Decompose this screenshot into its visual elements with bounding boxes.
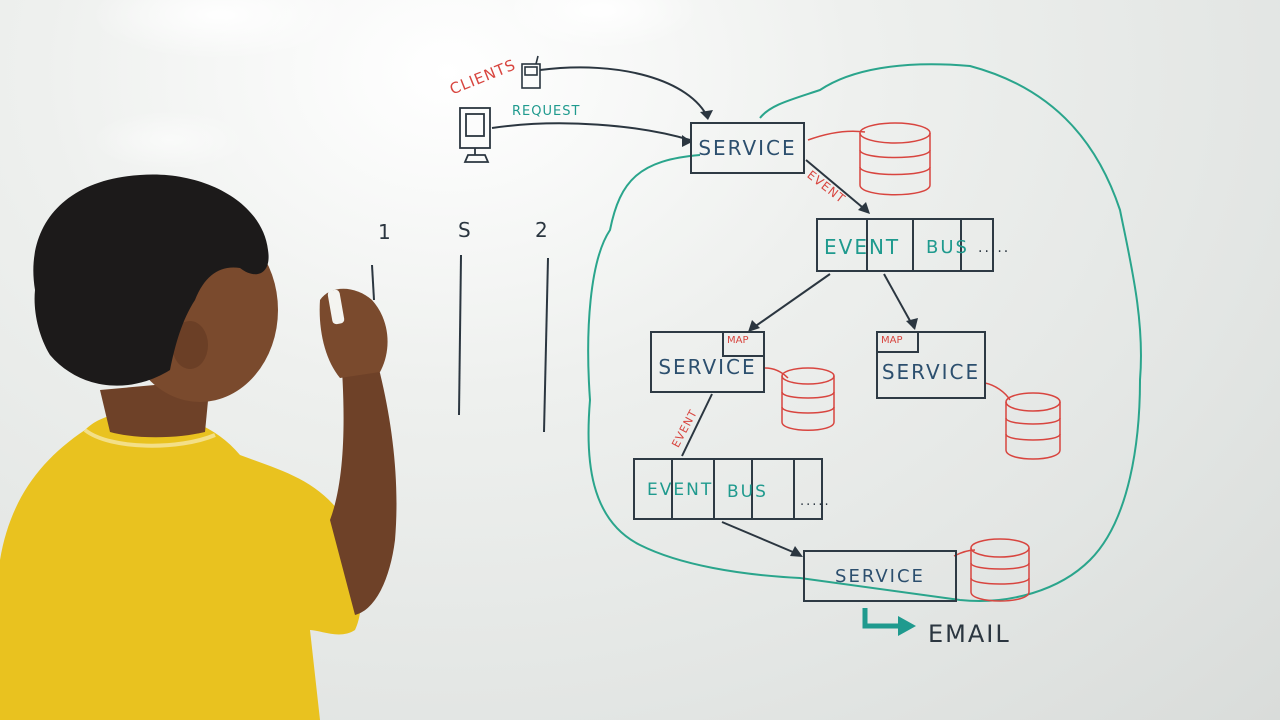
email-arrow: [862, 608, 900, 629]
service-to-bus-arrow: [805, 159, 869, 213]
system-boundary-cloud: [587, 63, 1142, 602]
arm: [330, 365, 397, 615]
mobile-client-icon: [521, 55, 541, 89]
db-connector: [984, 382, 1011, 401]
arrowhead: [898, 616, 916, 636]
map-tag-right: MAP: [876, 331, 919, 353]
bus-cell-divider: [960, 220, 962, 270]
service-box-top: SERVICE: [690, 122, 805, 174]
yellow-shirt: [0, 410, 362, 720]
arrowhead: [790, 546, 803, 557]
bus2-to-bottom-service-arrow: [721, 521, 801, 556]
timeline-label-2: 2: [535, 218, 548, 242]
ear: [172, 321, 208, 369]
arrowhead: [748, 320, 760, 332]
bus-to-right-service-arrow: [883, 273, 915, 329]
service-label: SERVICE: [698, 136, 797, 160]
event-bus-bus-label: BUS: [727, 482, 768, 502]
database-icon: [1005, 392, 1061, 460]
event-bus-2: EVENT BUS: [633, 458, 823, 520]
map-tag-left: MAP: [722, 331, 765, 357]
timeline-line-2: [543, 257, 549, 433]
timeline-label-s: S: [458, 218, 471, 242]
bus-to-left-service-arrow: [749, 273, 831, 331]
bus-cell-divider: [713, 460, 715, 518]
service-box-bottom: SERVICE: [803, 550, 957, 602]
db-connector: [764, 367, 789, 379]
timeline-line-1: [371, 264, 375, 301]
service-label: SERVICE: [658, 355, 757, 379]
event-bus-bus-label: BUS: [926, 237, 969, 258]
arrowhead: [700, 110, 713, 120]
bus-cell-divider: [866, 220, 868, 270]
timeline-line-s: [458, 254, 462, 416]
service-box-left: SERVICE: [650, 331, 765, 393]
event-bus-1: EVENT BUS: [816, 218, 994, 272]
bus-cell-divider: [751, 460, 753, 518]
presenter-person: [0, 174, 397, 720]
email-label: EMAIL: [928, 620, 1011, 648]
database-icon: [781, 367, 835, 431]
event-bus-continuation-dots: .....: [978, 240, 1011, 256]
timeline-label-1: 1: [378, 220, 391, 244]
arrowhead: [858, 202, 870, 214]
request-arrow: [491, 122, 691, 141]
event-bus-continuation-dots: .....: [800, 494, 831, 509]
service-label: SERVICE: [835, 565, 925, 587]
left-service-to-bus2-arrow: [681, 393, 713, 457]
arrowhead: [906, 318, 918, 330]
marker: [327, 289, 345, 325]
request-label: REQUEST: [512, 104, 581, 119]
database-icon: [859, 122, 931, 196]
event-bus-event-label: EVENT: [647, 480, 714, 500]
db-connector: [807, 130, 866, 141]
bus-cell-divider: [912, 220, 914, 270]
shirt-collar: [83, 428, 216, 448]
event-bus-event-label: EVENT: [824, 235, 901, 259]
desktop-client-icon: [459, 107, 491, 163]
bus-cell-divider: [671, 460, 673, 518]
service-box-right: SERVICE: [876, 331, 986, 399]
arrowhead: [682, 135, 692, 147]
ceiling-light-glare: [90, 110, 250, 170]
phone-to-service-arrow: [539, 66, 709, 119]
service-label: SERVICE: [881, 360, 981, 384]
hair: [33, 174, 269, 386]
bus-cell-divider: [793, 460, 795, 518]
database-icon: [970, 538, 1030, 602]
